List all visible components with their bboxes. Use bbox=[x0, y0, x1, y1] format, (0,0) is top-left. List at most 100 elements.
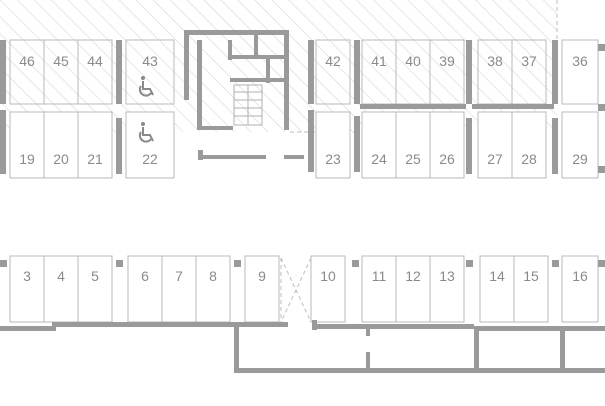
parking-stall-27: 27 bbox=[477, 111, 513, 179]
stall-number: 13 bbox=[439, 268, 455, 284]
parking-stall-21: 21 bbox=[77, 111, 113, 179]
wheelchair-accessible-icon bbox=[138, 76, 154, 97]
stall-number: 27 bbox=[487, 151, 503, 167]
parking-stall-39: 39 bbox=[429, 39, 465, 105]
stall-outline bbox=[561, 111, 599, 179]
parking-stall-12: 12 bbox=[395, 255, 431, 323]
parking-stall-40: 40 bbox=[395, 39, 431, 105]
stall-outline bbox=[127, 255, 163, 323]
parking-stall-19: 19 bbox=[9, 111, 45, 179]
stall-number: 11 bbox=[372, 268, 387, 284]
parking-stall-9: 9 bbox=[244, 255, 280, 323]
parking-stall-16: 16 bbox=[561, 255, 599, 323]
parking-stall-36: 36 bbox=[561, 39, 599, 105]
stall-number: 3 bbox=[23, 268, 31, 284]
stall-outline bbox=[361, 255, 397, 323]
parking-stall-43: 43 bbox=[125, 39, 175, 105]
stall-outline bbox=[561, 39, 599, 105]
stall-outline bbox=[395, 255, 431, 323]
stall-number: 4 bbox=[57, 268, 65, 284]
stall-outline bbox=[513, 255, 549, 323]
stall-outline bbox=[561, 255, 599, 323]
stall-number: 15 bbox=[523, 268, 539, 284]
stall-number: 43 bbox=[142, 53, 158, 69]
parking-stall-23: 23 bbox=[315, 111, 351, 179]
stall-number: 19 bbox=[19, 151, 35, 167]
stall-outline bbox=[244, 255, 280, 323]
parking-stall-8: 8 bbox=[195, 255, 231, 323]
parking-stall-44: 44 bbox=[77, 39, 113, 105]
parking-stall-25: 25 bbox=[395, 111, 431, 179]
parking-stall-45: 45 bbox=[43, 39, 79, 105]
stall-outline bbox=[195, 255, 231, 323]
stall-outline bbox=[395, 39, 431, 105]
wheelchair-accessible-icon bbox=[138, 122, 154, 143]
stall-outline bbox=[77, 255, 113, 323]
stall-outline bbox=[511, 39, 547, 105]
stall-number: 5 bbox=[91, 268, 99, 284]
stall-outline bbox=[161, 255, 197, 323]
stall-number: 8 bbox=[209, 268, 217, 284]
stall-number: 37 bbox=[521, 53, 537, 69]
parking-stall-46: 46 bbox=[9, 39, 45, 105]
stall-number: 44 bbox=[87, 53, 103, 69]
parking-stall-20: 20 bbox=[43, 111, 79, 179]
stall-number: 10 bbox=[320, 268, 336, 284]
stall-number: 28 bbox=[521, 151, 537, 167]
stall-outline bbox=[315, 111, 351, 179]
stall-outline bbox=[125, 111, 175, 179]
parking-stall-28: 28 bbox=[511, 111, 547, 179]
parking-stall-41: 41 bbox=[361, 39, 397, 105]
stall-number: 40 bbox=[405, 53, 421, 69]
stall-outline bbox=[361, 111, 397, 179]
stall-outline bbox=[429, 39, 465, 105]
stall-outline bbox=[477, 39, 513, 105]
parking-stall-13: 13 bbox=[429, 255, 465, 323]
stall-outline bbox=[77, 39, 113, 105]
stall-outline bbox=[315, 39, 351, 105]
stall-outline bbox=[310, 255, 346, 323]
stall-outline bbox=[361, 39, 397, 105]
stall-number: 9 bbox=[258, 268, 266, 284]
stall-number: 14 bbox=[489, 268, 505, 284]
stall-number: 21 bbox=[87, 151, 103, 167]
stall-number: 41 bbox=[371, 53, 387, 69]
stall-number: 22 bbox=[142, 151, 158, 167]
stall-number: 36 bbox=[572, 53, 588, 69]
stall-outline bbox=[9, 255, 45, 323]
ramp-cross-b bbox=[280, 257, 312, 323]
stall-outline bbox=[77, 111, 113, 179]
stall-outline bbox=[43, 39, 79, 105]
parking-stall-38: 38 bbox=[477, 39, 513, 105]
stall-number: 20 bbox=[53, 151, 69, 167]
stall-number: 6 bbox=[141, 268, 149, 284]
stall-number: 26 bbox=[439, 151, 455, 167]
stall-outline bbox=[479, 255, 515, 323]
parking-stall-26: 26 bbox=[429, 111, 465, 179]
parking-stall-6: 6 bbox=[127, 255, 163, 323]
lower-walls bbox=[0, 257, 605, 373]
stall-number: 24 bbox=[371, 151, 387, 167]
stall-number: 7 bbox=[175, 268, 183, 284]
stall-outline bbox=[125, 39, 175, 105]
parking-stall-11: 11 bbox=[361, 255, 397, 323]
stall-outline bbox=[9, 111, 45, 179]
parking-stall-10: 10 bbox=[310, 255, 346, 323]
stall-number: 38 bbox=[487, 53, 503, 69]
stall-number: 12 bbox=[405, 268, 421, 284]
parking-stall-42: 42 bbox=[315, 39, 351, 105]
parking-stall-29: 29 bbox=[561, 111, 599, 179]
stall-outline bbox=[477, 111, 513, 179]
parking-stall-7: 7 bbox=[161, 255, 197, 323]
stall-number: 42 bbox=[325, 53, 341, 69]
stall-outline bbox=[9, 39, 45, 105]
stall-number: 25 bbox=[405, 151, 421, 167]
parking-stall-14: 14 bbox=[479, 255, 515, 323]
stall-number: 23 bbox=[325, 151, 341, 167]
stall-outline bbox=[43, 255, 79, 323]
stall-number: 45 bbox=[53, 53, 69, 69]
parking-stall-4: 4 bbox=[43, 255, 79, 323]
stall-number: 39 bbox=[439, 53, 455, 69]
